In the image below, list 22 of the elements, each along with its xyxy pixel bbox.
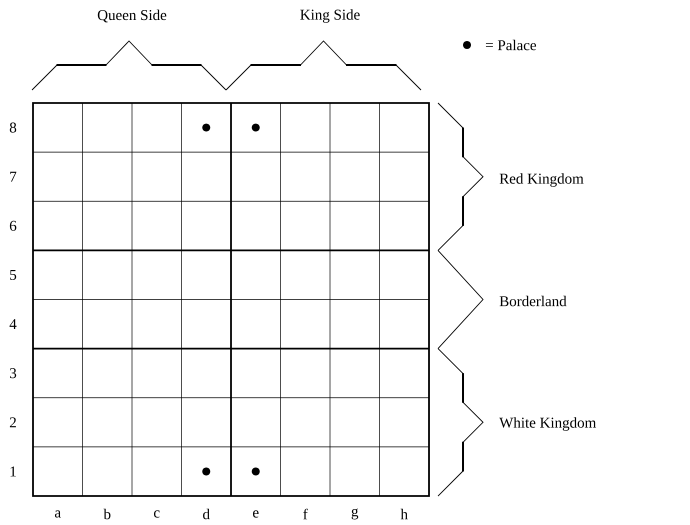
rank-number: 7 [10,172,16,182]
region-label: Borderland [500,296,566,306]
rank-number: 1 [10,466,16,476]
rank-number: 6 [10,220,16,231]
file-letter: h [400,508,408,520]
file-letter: f [303,508,308,520]
rank-number: 8 [10,122,16,133]
file-letter: a [54,510,61,518]
file-letter: d [203,508,210,520]
side-label: Queen Side [98,10,166,22]
rank-number: 3 [10,368,16,378]
region-label: White Kingdom [499,417,596,431]
file-letter: c [154,510,160,518]
file-letter: e [253,510,259,518]
rank-number: 5 [10,270,16,280]
file-letter: b [104,508,110,520]
side-label: King Side [300,9,360,23]
rank-number: 2 [10,417,16,428]
file-letter: g [352,508,358,520]
rank-number: 4 [10,319,17,329]
region-label: Red Kingdom [500,173,584,187]
legend-entry: = Palace [463,40,536,50]
